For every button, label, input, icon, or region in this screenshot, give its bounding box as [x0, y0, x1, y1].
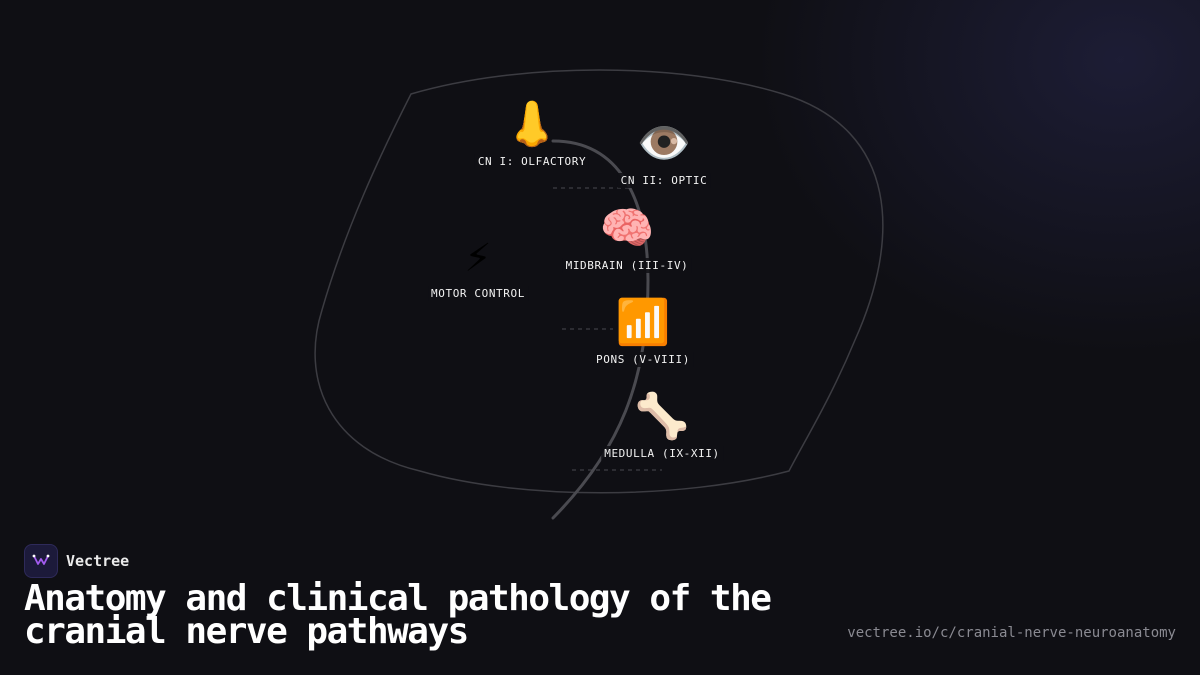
- node-label-pons: PONS (V-VIII): [593, 352, 693, 367]
- brain-outline: [314, 69, 884, 494]
- node-pons: 📶 PONS (V-VIII): [593, 298, 693, 367]
- eye-icon: 👁️: [636, 118, 692, 169]
- brain-icon: 🧠: [599, 203, 655, 254]
- node-olfactory: 👃 CN I: OLFACTORY: [474, 99, 590, 169]
- node-medulla: 🦴 MEDULLA (IX-XII): [601, 392, 723, 461]
- node-motor-control: ⚡ MOTOR CONTROL: [428, 232, 528, 301]
- node-label-olfactory: CN I: OLFACTORY: [474, 154, 590, 169]
- nose-icon: 👃: [504, 99, 560, 150]
- node-optic: 👁️ CN II: OPTIC: [617, 118, 711, 188]
- node-midbrain: 🧠 MIDBRAIN (III-IV): [562, 203, 692, 273]
- signal-bars-icon: 📶: [615, 297, 671, 348]
- source-url[interactable]: vectree.io/c/cranial-nerve-neuroanatomy: [847, 625, 1176, 641]
- vectree-logo-icon: [24, 544, 58, 578]
- page-title: Anatomy and clinical pathology of the cr…: [24, 578, 772, 652]
- bone-icon: 🦴: [634, 391, 690, 442]
- brand-name: Vectree: [66, 552, 130, 570]
- brand[interactable]: Vectree: [24, 544, 129, 578]
- node-label-medulla: MEDULLA (IX-XII): [601, 446, 723, 461]
- node-label-motor-control: MOTOR CONTROL: [428, 286, 528, 301]
- node-label-optic: CN II: OPTIC: [617, 173, 711, 188]
- lightning-icon: ⚡: [464, 231, 492, 282]
- node-label-midbrain: MIDBRAIN (III-IV): [562, 258, 692, 273]
